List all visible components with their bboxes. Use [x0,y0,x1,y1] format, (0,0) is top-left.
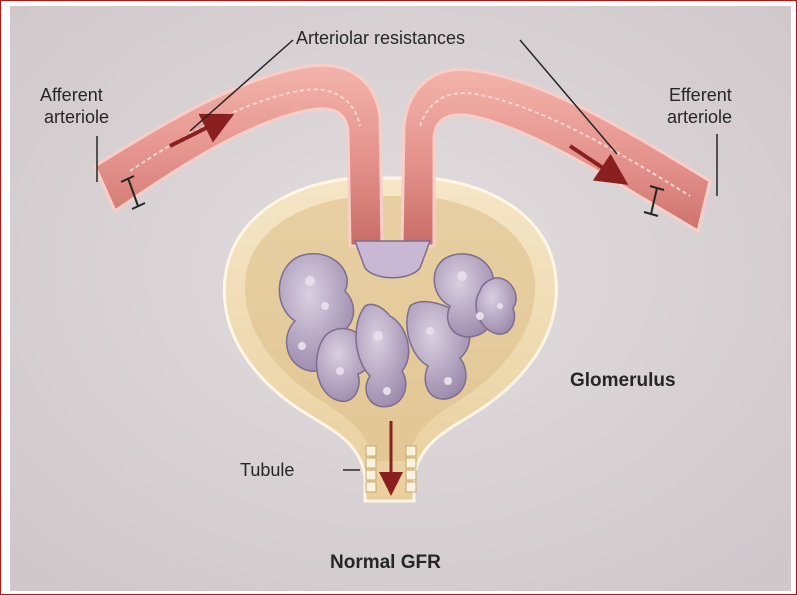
arteriolar-resistances-label: Arteriolar resistances [296,28,465,48]
caption-label: Normal GFR [330,552,441,573]
tubule-label: Tubule [240,460,294,480]
glomerulus-diagram: Arteriolar resistances Afferent arteriol… [10,6,791,591]
diagram-stage: Arteriolar resistances Afferent arteriol… [10,6,791,591]
efferent-label-line1: Efferent [669,85,732,105]
efferent-label-line2: arteriole [667,107,732,127]
afferent-label-line1: Afferent [40,85,103,105]
glomerulus-label: Glomerulus [570,370,676,391]
afferent-label-line2: arteriole [44,107,109,127]
